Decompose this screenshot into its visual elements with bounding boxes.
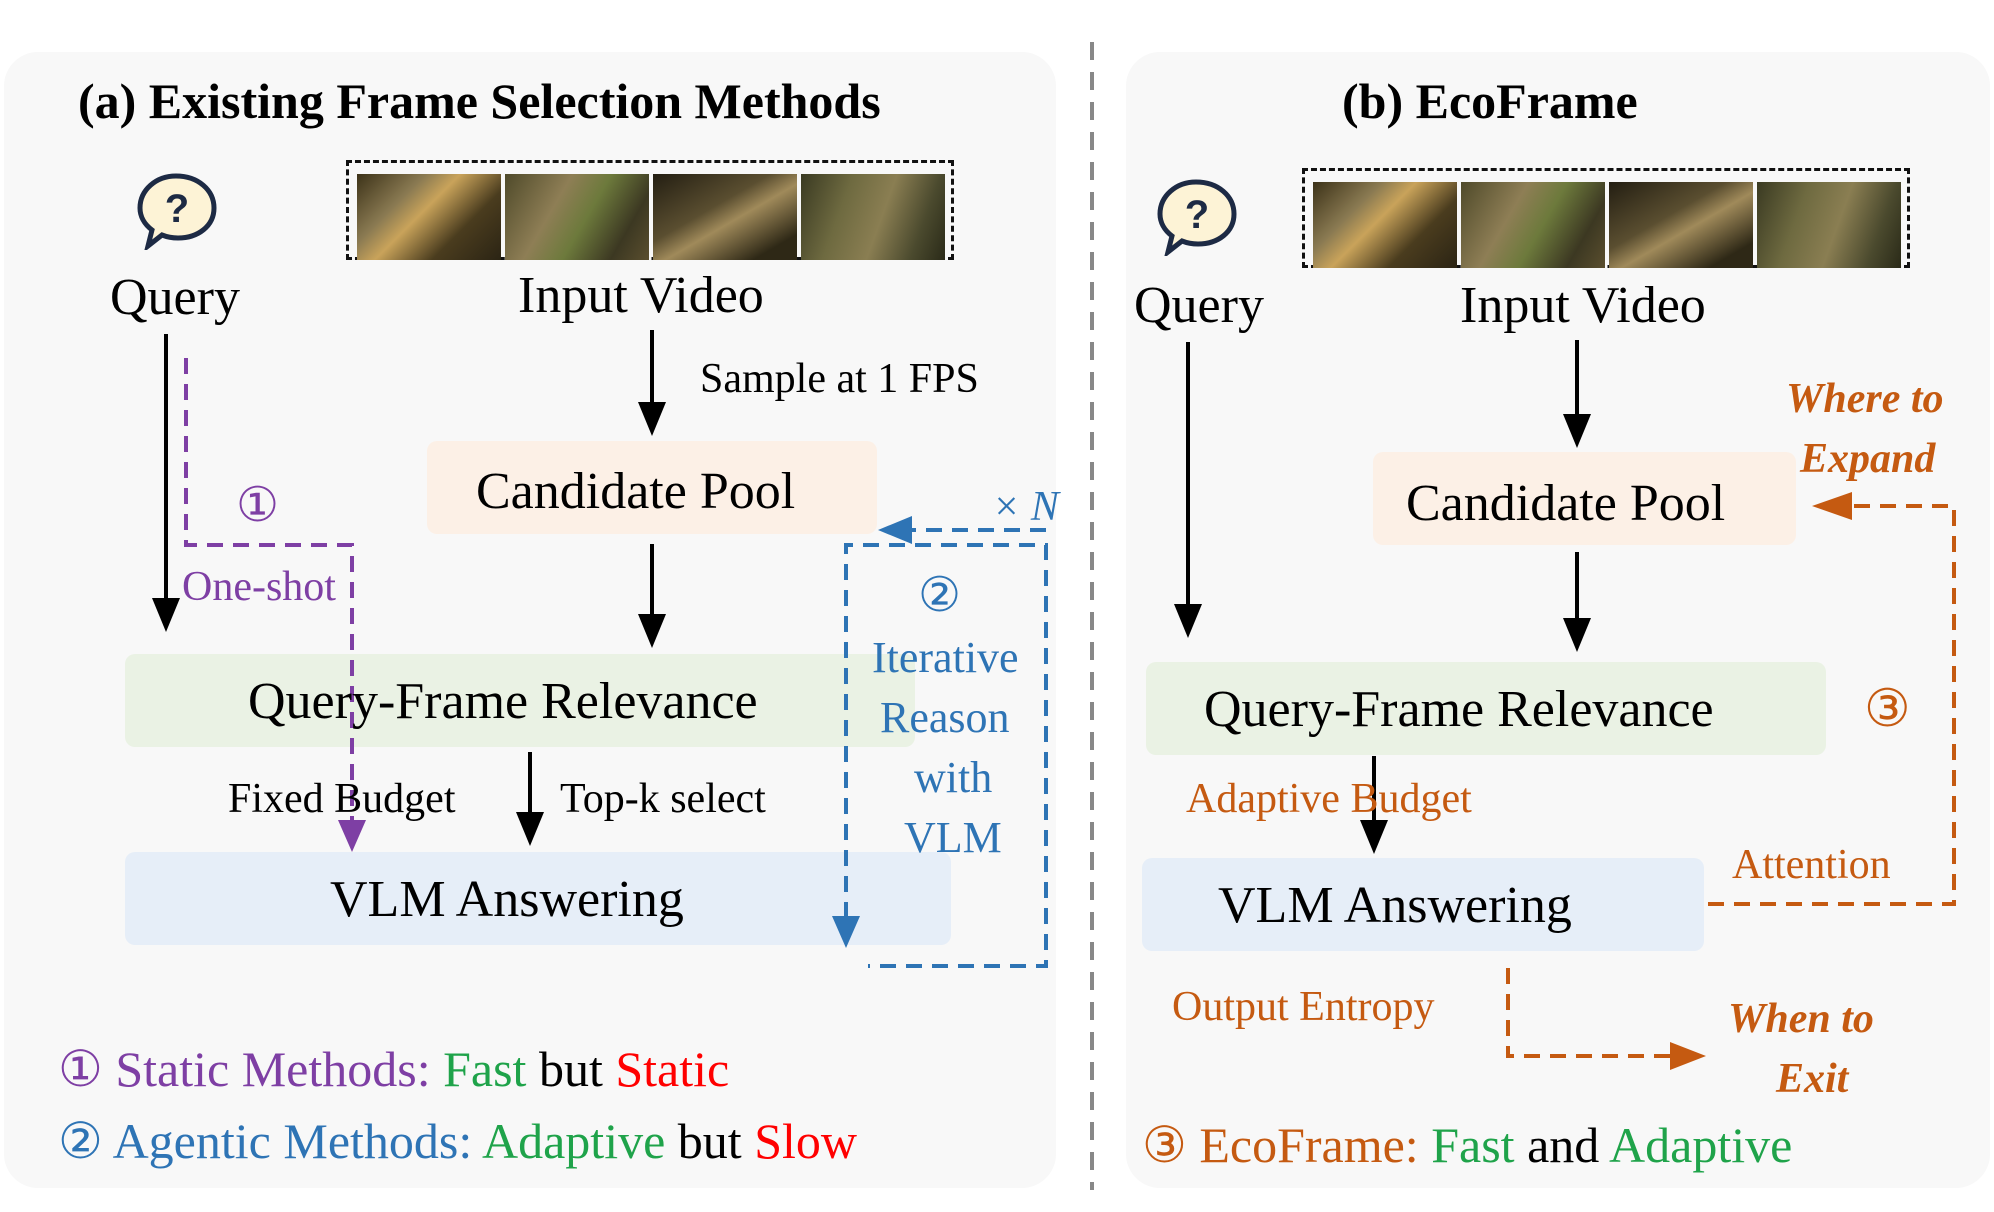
left-candidate-pool-label: Candidate Pool bbox=[476, 463, 796, 520]
right-title: (b) EcoFrame bbox=[1342, 73, 1638, 129]
output-entropy-label: Output Entropy bbox=[1172, 984, 1435, 1030]
adaptive-budget-label: Adaptive Budget bbox=[1186, 776, 1472, 822]
attention-label: Attention bbox=[1732, 842, 1891, 888]
video-frame bbox=[1609, 182, 1753, 268]
video-frame bbox=[1757, 182, 1901, 268]
legend-ecoframe-mid: and bbox=[1527, 1117, 1600, 1173]
legend-agentic-number: ② bbox=[58, 1113, 103, 1169]
legend-static: ① Static Methods: Fast but Static bbox=[58, 1044, 729, 1094]
video-frame bbox=[653, 174, 797, 260]
left-candidate-pool-box bbox=[427, 441, 877, 534]
iterative-dashed-loop bbox=[832, 543, 1048, 968]
question-bubble-icon: ? bbox=[136, 170, 220, 250]
legend-agentic-mid: but bbox=[677, 1113, 742, 1169]
fixed-budget-label: Fixed Budget bbox=[228, 776, 456, 822]
sample-rate-label: Sample at 1 FPS bbox=[700, 356, 979, 402]
right-relevance-box bbox=[1146, 662, 1826, 755]
left-pool-to-relevance-arrow bbox=[638, 544, 666, 648]
video-frame bbox=[1461, 182, 1605, 268]
iterative-return-arrow bbox=[878, 516, 1046, 544]
legend-ecoframe-number: ③ bbox=[1142, 1117, 1187, 1173]
legend-static-name: Static Methods: bbox=[115, 1041, 431, 1097]
left-answering-box bbox=[125, 852, 951, 945]
svg-text:?: ? bbox=[165, 187, 189, 231]
right-video-label: Input Video bbox=[1460, 277, 1706, 334]
video-frame bbox=[357, 174, 501, 260]
iterative-line-4: VLM bbox=[904, 813, 1002, 862]
left-relevance-label: Query-Frame Relevance bbox=[248, 673, 758, 730]
left-query-label: Query bbox=[110, 269, 240, 326]
left-relevance-box bbox=[125, 654, 915, 747]
right-video-strip bbox=[1302, 168, 1910, 268]
iterative-line-1: Iterative bbox=[872, 633, 1019, 682]
right-candidate-pool-label: Candidate Pool bbox=[1406, 475, 1726, 532]
video-frame bbox=[1313, 182, 1457, 268]
right-query-label: Query bbox=[1134, 277, 1264, 334]
times-n-label: × N bbox=[992, 484, 1059, 530]
legend-agentic: ② Agentic Methods: Adaptive but Slow bbox=[58, 1116, 857, 1166]
one-shot-dashed-path bbox=[184, 358, 366, 852]
video-frame bbox=[801, 174, 945, 260]
svg-text:?: ? bbox=[1185, 193, 1209, 237]
legend-static-number: ① bbox=[58, 1041, 103, 1097]
when-exit-line-1: When to bbox=[1728, 996, 1874, 1042]
left-query-arrow bbox=[152, 334, 180, 632]
attention-feedback-loop bbox=[1708, 492, 1956, 906]
where-expand-line-1: Where to bbox=[1786, 376, 1944, 422]
topk-label: Top-k select bbox=[560, 776, 766, 822]
step2-number: ② bbox=[918, 569, 962, 622]
when-exit-line-2: Exit bbox=[1776, 1056, 1849, 1102]
right-query-arrow bbox=[1174, 342, 1202, 638]
legend-ecoframe-name: EcoFrame: bbox=[1199, 1117, 1419, 1173]
right-pool-to-relevance-arrow bbox=[1563, 552, 1591, 652]
left-relevance-to-answer-arrow bbox=[516, 752, 544, 846]
one-shot-label: One-shot bbox=[182, 564, 336, 610]
legend-agentic-good: Adaptive bbox=[482, 1113, 666, 1169]
step3-number: ③ bbox=[1864, 681, 1911, 738]
legend-static-mid: but bbox=[538, 1041, 603, 1097]
iterative-line-3: with bbox=[914, 753, 993, 802]
entropy-exit-path bbox=[1506, 968, 1706, 1070]
left-answering-label: VLM Answering bbox=[330, 871, 684, 928]
video-frame bbox=[505, 174, 649, 260]
legend-static-bad: Static bbox=[615, 1041, 730, 1097]
iterative-line-2: Reason bbox=[880, 693, 1010, 742]
legend-ecoframe-good2: Adaptive bbox=[1609, 1117, 1793, 1173]
right-answering-box bbox=[1142, 858, 1704, 951]
left-video-strip bbox=[346, 160, 954, 260]
right-candidate-pool-box bbox=[1373, 452, 1796, 545]
right-relevance-to-answer-arrow bbox=[1360, 756, 1388, 854]
right-relevance-label: Query-Frame Relevance bbox=[1204, 681, 1714, 738]
question-bubble-icon: ? bbox=[1156, 176, 1240, 256]
where-expand-line-2: Expand bbox=[1800, 436, 1936, 482]
legend-agentic-name: Agentic Methods: bbox=[112, 1113, 473, 1169]
step1-number: ① bbox=[236, 479, 280, 532]
legend-ecoframe-good1: Fast bbox=[1431, 1117, 1515, 1173]
left-video-label: Input Video bbox=[518, 267, 764, 324]
right-answering-label: VLM Answering bbox=[1218, 877, 1572, 934]
legend-agentic-bad: Slow bbox=[754, 1113, 857, 1169]
right-video-to-pool-arrow bbox=[1563, 340, 1591, 448]
left-video-to-pool-arrow bbox=[638, 330, 666, 436]
legend-ecoframe: ③ EcoFrame: Fast and Adaptive bbox=[1142, 1120, 1792, 1170]
left-title: (a) Existing Frame Selection Methods bbox=[78, 73, 881, 129]
legend-static-good: Fast bbox=[443, 1041, 527, 1097]
